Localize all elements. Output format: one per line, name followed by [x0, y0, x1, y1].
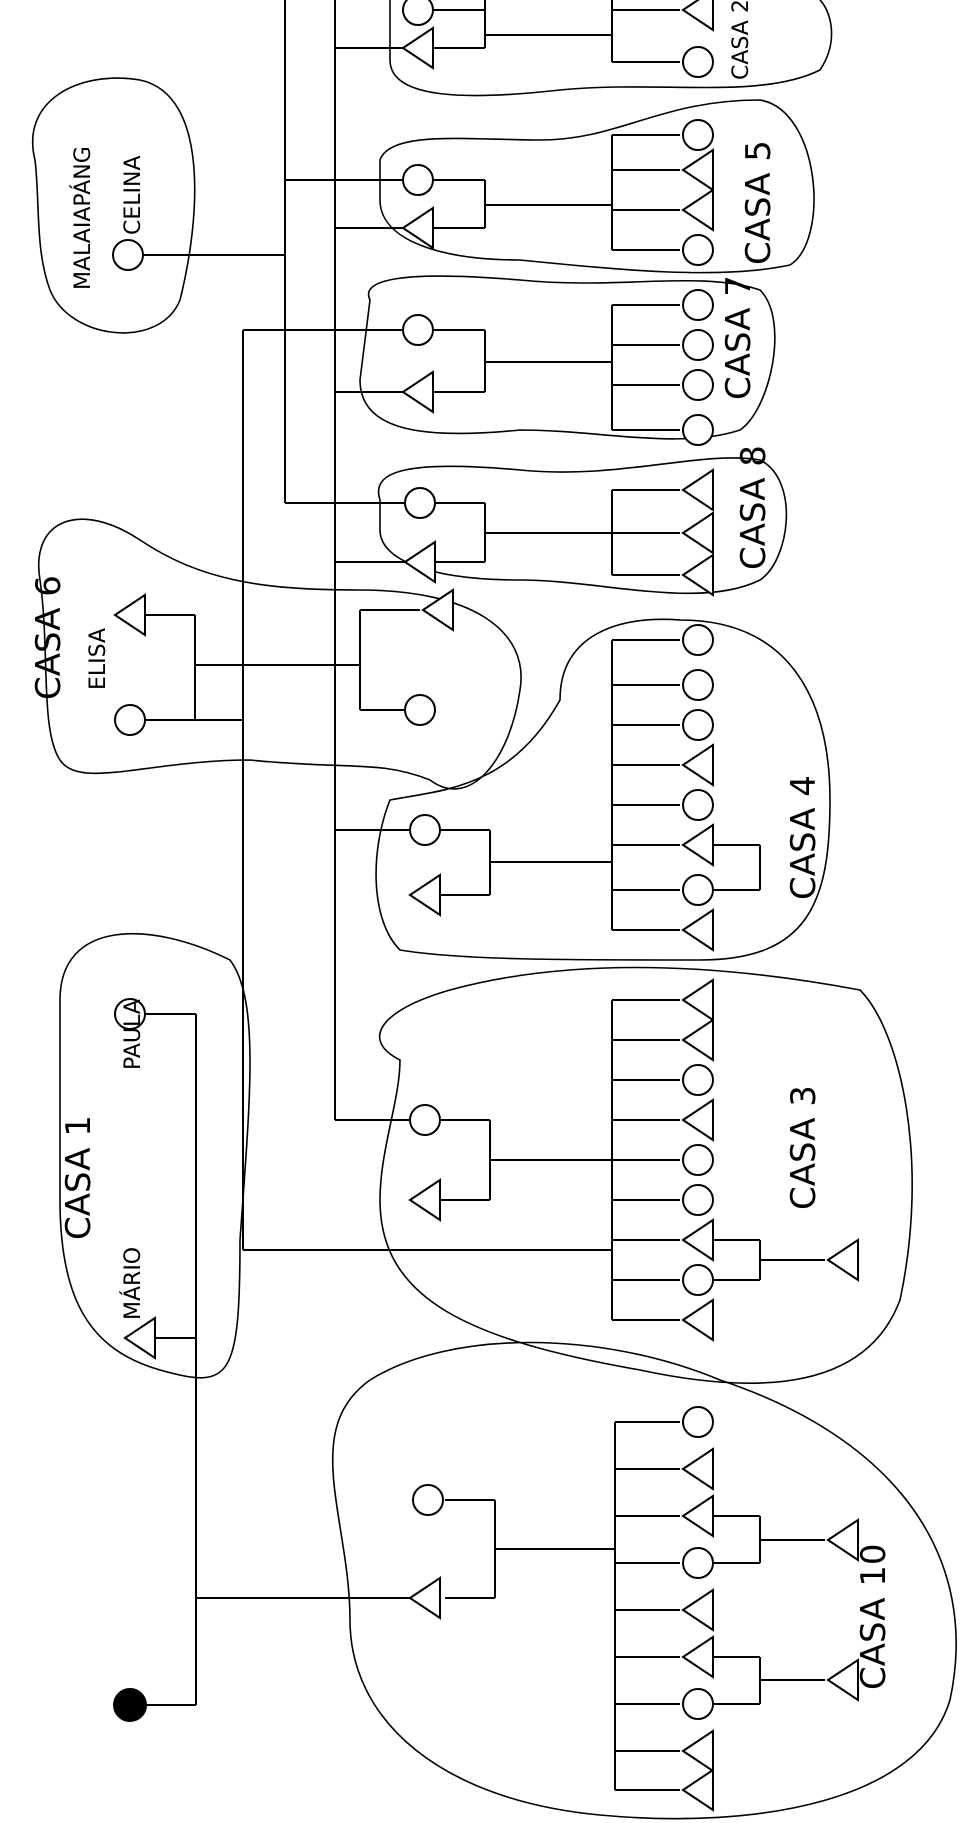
male-marker: [681, 1768, 714, 1812]
female-marker: [402, 164, 434, 196]
household-label: CASA 5: [739, 140, 779, 265]
male-marker: [681, 978, 714, 1022]
male-marker: [421, 588, 454, 632]
male-marker: [681, 823, 714, 867]
household-casa-4: CASA 4: [375, 618, 831, 961]
female-marker: [682, 709, 714, 741]
male-marker: [826, 1238, 859, 1282]
female-marker: [682, 669, 714, 701]
male-marker: [826, 1658, 859, 1702]
female-marker: [682, 789, 714, 821]
household-label: CASA 10: [854, 1543, 894, 1690]
household-casa-6: CASA 6 ELISA: [29, 518, 522, 790]
female-marker: [409, 814, 441, 846]
female-marker: [682, 369, 714, 401]
male-marker: [681, 1635, 714, 1679]
male-marker: [681, 511, 714, 555]
male-marker: [681, 1447, 714, 1491]
female-marker: [409, 1104, 441, 1136]
backbone-lines: [128, 0, 612, 1706]
male-marker: [681, 148, 714, 192]
female-marker: [402, 0, 434, 26]
place-name: MALAIAPÁNG: [70, 146, 96, 290]
female-marker: [404, 487, 436, 519]
household-label: CASA 6: [29, 575, 69, 700]
female-marker: [682, 874, 714, 906]
female-marker: [682, 119, 714, 151]
male-marker: [681, 743, 714, 787]
household-casa-1: CASA 1 MÁRIO PAULA: [59, 932, 251, 1379]
household-label: CASA 1: [59, 1115, 99, 1240]
male-marker: [401, 370, 434, 414]
female-marker: [682, 1264, 714, 1296]
female-marker: [682, 234, 714, 266]
male-marker: [401, 206, 434, 250]
female-marker: [112, 239, 144, 271]
male-marker: [113, 593, 146, 637]
female-marker: [412, 1484, 444, 1516]
male-marker: [408, 873, 441, 917]
female-marker: [682, 1547, 714, 1579]
household-casa-10: CASA 10: [331, 1341, 957, 1820]
male-marker: [681, 1494, 714, 1538]
male-marker: [403, 540, 436, 584]
male-marker: [408, 1178, 441, 1222]
female-marker: [682, 1688, 714, 1720]
person-name: MÁRIO: [120, 1247, 146, 1320]
female-marker: [682, 414, 714, 446]
male-marker: [681, 553, 714, 597]
female-marker: [682, 1064, 714, 1096]
male-marker: [681, 1588, 714, 1632]
person-name: CELINA: [121, 155, 146, 235]
ego-marker: [113, 1688, 147, 1722]
male-marker: [681, 1018, 714, 1062]
female-marker: [682, 329, 714, 361]
male-marker: [681, 1218, 714, 1262]
male-marker: [681, 188, 714, 232]
female-marker: [682, 1184, 714, 1216]
household-partial-top: CASA 2: [389, 0, 833, 97]
household-label: CASA 2: [729, 0, 754, 80]
female-marker: [404, 694, 436, 726]
household-casa-8: CASA 8: [377, 445, 788, 597]
household-label: CASA 4: [784, 775, 824, 900]
male-marker: [681, 1098, 714, 1142]
male-marker: [123, 1316, 156, 1360]
male-marker: [681, 0, 714, 32]
household-label: CASA 3: [784, 1085, 824, 1210]
place-malaiapang: MALAIAPÁNG CELINA: [32, 77, 196, 334]
male-marker: [408, 1576, 441, 1620]
female-marker: [682, 46, 714, 78]
female-marker: [682, 1144, 714, 1176]
household-casa-7: CASA 7: [359, 275, 776, 446]
male-marker: [681, 908, 714, 952]
female-marker: [402, 314, 434, 346]
person-name: PAULA: [121, 999, 146, 1070]
female-marker: [682, 624, 714, 656]
household-label: CASA 7: [719, 275, 759, 400]
female-marker: [114, 998, 146, 1030]
male-marker: [681, 468, 714, 512]
male-marker: [826, 1518, 859, 1562]
household-label: CASA 8: [734, 445, 774, 570]
person-name: ELISA: [86, 628, 111, 690]
female-marker: [682, 289, 714, 321]
female-marker: [682, 1406, 714, 1438]
household-casa-5: CASA 5: [379, 99, 815, 274]
male-marker: [401, 26, 434, 70]
female-marker: [114, 704, 146, 736]
male-marker: [681, 1298, 714, 1342]
household-casa-3: CASA 3: [379, 966, 913, 1385]
male-marker: [681, 1729, 714, 1773]
